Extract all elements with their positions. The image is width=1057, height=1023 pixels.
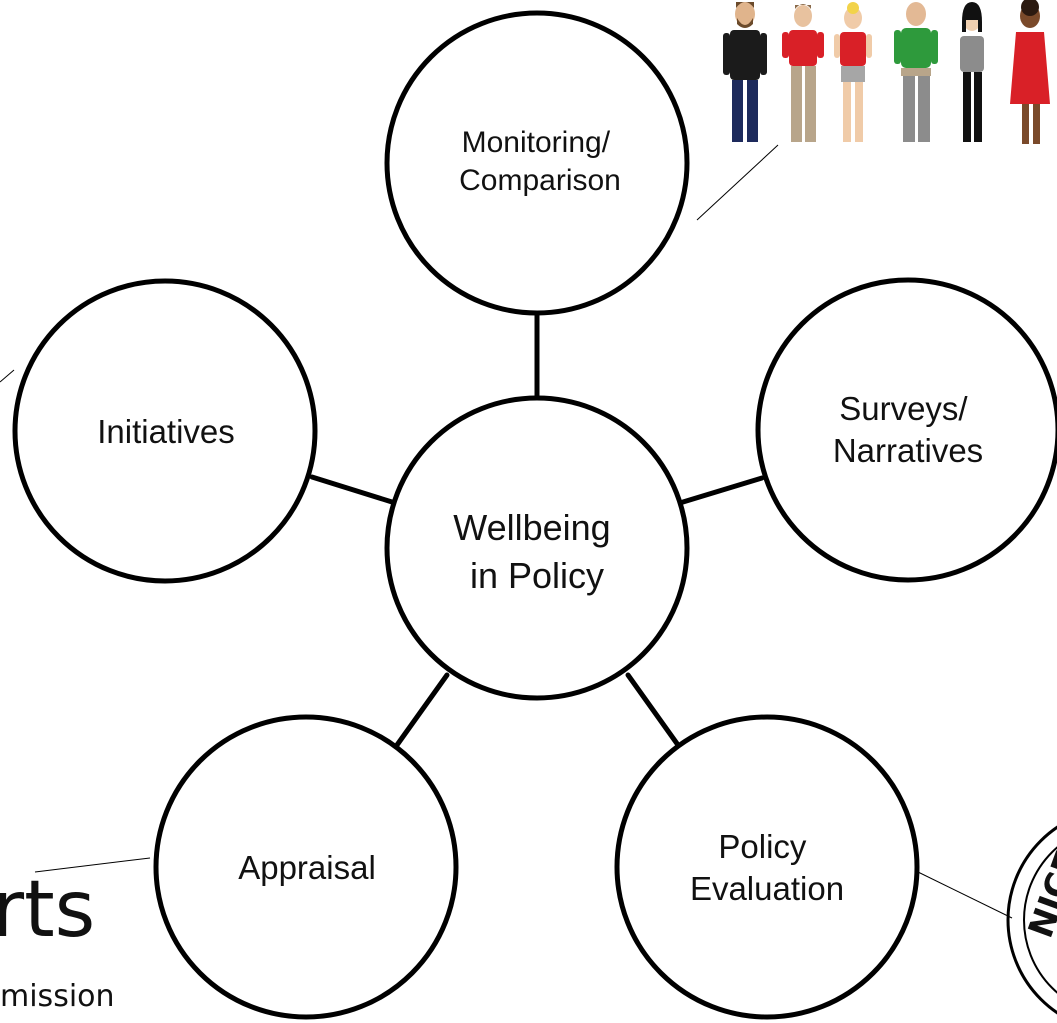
arts-logo-text: rts [0, 865, 95, 955]
callout-initiatives [0, 369, 15, 383]
appraisal-label: Appraisal [238, 849, 376, 886]
surveys-label: Surveys/ Narratives [833, 390, 983, 469]
policy-evaluation-label: Policy Evaluation [690, 828, 844, 907]
people-illustration [723, 0, 1050, 144]
callout-lines [0, 144, 1013, 919]
callout-people [696, 144, 779, 221]
connector-lines [309, 310, 765, 748]
surveys-label-line-1: Surveys/ [839, 390, 968, 427]
node-circle-initiatives [12, 278, 318, 584]
person-icon [782, 4, 824, 142]
center-label: Wellbeing in Policy [453, 507, 620, 596]
callout-seal [917, 871, 1013, 919]
person-icon [834, 2, 872, 142]
arts-logo: rts mission [0, 865, 115, 1014]
connector-appraisal [394, 672, 450, 748]
initiatives-label: Initiatives [97, 413, 235, 450]
node-circle-appraisal [153, 714, 459, 1020]
connector-surveys [680, 475, 765, 505]
monitoring-label-line-1: Monitoring/ [462, 126, 611, 159]
node-circle-center [384, 395, 690, 701]
callout-arts [34, 857, 151, 873]
node-circle-surveys [755, 277, 1057, 583]
node-circle-monitoring [384, 10, 690, 316]
policy-evaluation-label-line-2: Evaluation [690, 870, 844, 907]
node-circle-policy-evaluation [614, 714, 920, 1020]
monitoring-label-line-2: Comparison [459, 164, 621, 197]
person-icon [894, 2, 938, 142]
initiatives-label-line-1: Initiatives [97, 413, 235, 450]
center-label-line-1: Wellbeing [453, 507, 610, 548]
connector-policy-evaluation [625, 672, 681, 748]
surveys-label-line-2: Narratives [833, 432, 983, 469]
arts-logo-subtext: mission [0, 979, 115, 1014]
person-icon [723, 2, 767, 142]
policy-evaluation-label-line-1: Policy [718, 828, 807, 865]
center-label-line-2: in Policy [470, 555, 604, 596]
appraisal-label-line-1: Appraisal [238, 849, 376, 886]
person-icon [960, 2, 984, 142]
seal-logo: NICE [1006, 825, 1057, 1015]
connector-initiatives [309, 474, 395, 505]
monitoring-label: Monitoring/ Comparison [459, 126, 621, 197]
person-icon [1010, 0, 1050, 144]
